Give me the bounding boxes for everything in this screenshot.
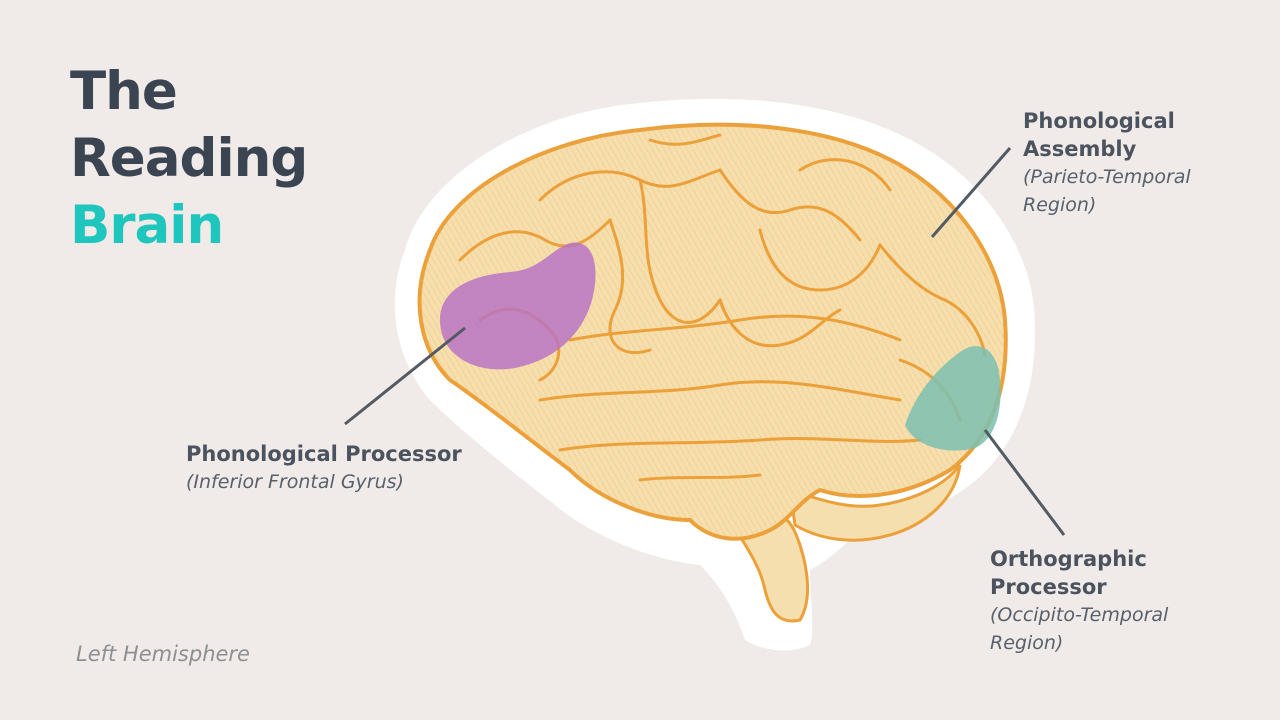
- footnote-left-hemisphere: Left Hemisphere: [76, 642, 250, 666]
- phonological-assembly-name-line1: Phonological: [1023, 109, 1175, 133]
- orthographic-processor-name-line1: Orthographic: [990, 547, 1147, 571]
- region-inferior-frontal: [440, 242, 596, 370]
- title-line-2: Reading: [70, 128, 308, 189]
- cerebellum: [788, 464, 962, 542]
- brain-stem: [727, 513, 810, 623]
- phonological-assembly-name-line2: Assembly: [1023, 137, 1137, 161]
- title-line-1: The: [70, 61, 178, 122]
- phonological-processor-region: (Inferior Frontal Gyrus): [186, 471, 404, 493]
- label-phonological-processor: Phonological Processor (Inferior Frontal…: [186, 440, 462, 496]
- phonological-assembly-region-line2: Region): [1023, 194, 1097, 216]
- phonological-assembly-region-line1: (Parieto-Temporal: [1023, 166, 1191, 188]
- leader-phonological-processor: [344, 326, 466, 426]
- orthographic-processor-name-line2: Processor: [990, 575, 1107, 599]
- leader-orthographic-processor: [983, 429, 1066, 536]
- title-line-3: Brain: [70, 195, 224, 256]
- orthographic-processor-region-line1: (Occipito-Temporal: [990, 604, 1169, 626]
- label-phonological-assembly: Phonological Assembly (Parieto-Temporal …: [1023, 107, 1253, 219]
- leader-phonological-assembly: [930, 147, 1012, 238]
- label-orthographic-processor: Orthographic Processor (Occipito-Tempora…: [990, 545, 1230, 657]
- region-occipito-temporal: [905, 346, 1001, 451]
- phonological-processor-name: Phonological Processor: [186, 442, 462, 466]
- orthographic-processor-region-line2: Region): [990, 632, 1064, 654]
- brain-gyri: [458, 133, 987, 482]
- page-title: The Reading Brain: [70, 58, 308, 259]
